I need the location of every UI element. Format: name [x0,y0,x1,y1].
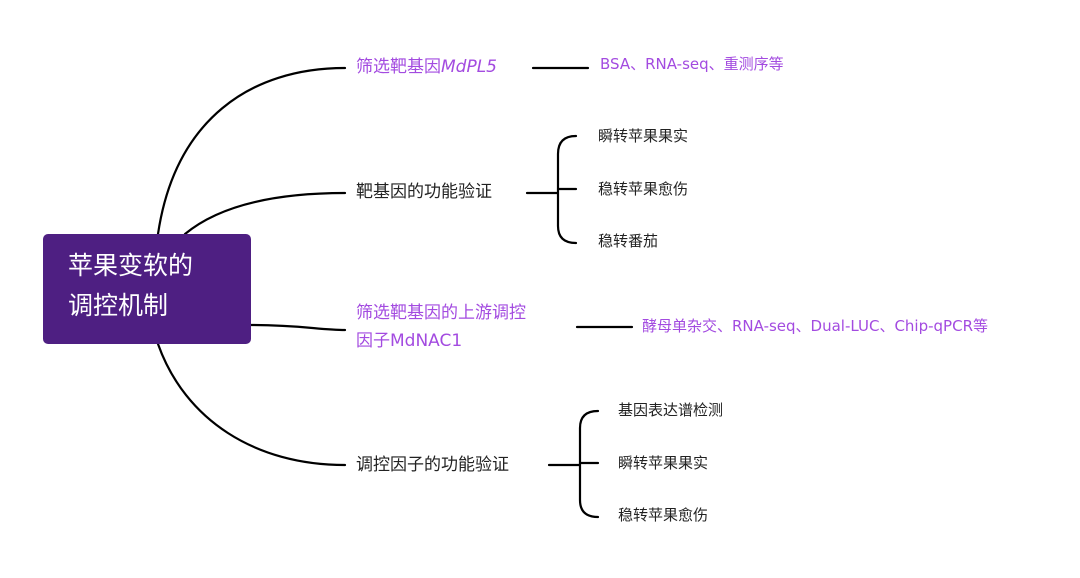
root-topic-line-1: 苹果变软的 [68,251,194,280]
root-to-branch-1 [156,66,347,236]
root-to-branch-3 [249,323,347,332]
leaf-transient-apple-fruit: 瞬转苹果果实 [598,127,689,145]
gene-name-mdpl5: MdPL5 [441,57,497,77]
branch-upstream-regulator-line-1: 筛选靶基因的上游调控 [356,303,526,323]
leaf-gene-expression-profile: 基因表达谱检测 [618,401,724,419]
leaf-stable-apple-callus: 稳转苹果愈伤 [598,180,689,198]
leaf-transient-apple-fruit-2: 瞬转苹果果实 [618,454,709,472]
branch-target-gene-validation: 靶基因的功能验证 [356,182,492,202]
root-to-branch-2 [183,191,347,236]
branch-upstream-regulator-line-2: 因子MdNAC1 [356,331,463,351]
root-topic: 苹果变软的 调控机制 [43,234,251,344]
leaf-stable-tomato: 稳转番茄 [598,232,659,250]
branch-screen-target-gene: 筛选靶基因MdPL5 [356,54,497,81]
leaf-bsa-rnaseq-reseq: BSA、RNA-seq、重测序等 [600,55,784,73]
root-to-branch-4 [156,342,347,467]
leaf-stable-apple-callus-2: 稳转苹果愈伤 [618,506,709,524]
branch-regulator-validation: 调控因子的功能验证 [356,455,509,475]
root-topic-line-2: 调控机制 [68,291,169,320]
leaf-y1h-rnaseq-luc-chip: 酵母单杂交、RNA-seq、Dual-LUC、Chip-qPCR等 [642,317,988,335]
branch-screen-target-gene-prefix: 筛选靶基因 [356,57,441,77]
